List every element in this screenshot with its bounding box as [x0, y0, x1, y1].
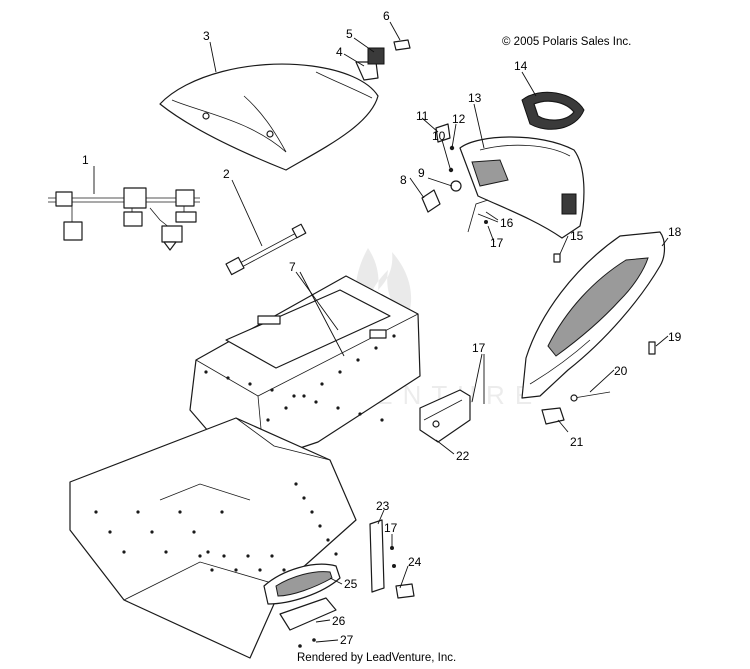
callout-17-lower: 17	[384, 521, 398, 535]
callout-11: 11	[416, 109, 429, 123]
rivet-hole	[282, 568, 286, 572]
chassis-holes	[94, 334, 396, 572]
rivet-hole	[356, 358, 360, 362]
latch-bracket	[355, 39, 411, 81]
callout-13: 13	[468, 91, 482, 105]
rivet-hole	[108, 530, 112, 534]
callout-1: 1	[82, 153, 89, 167]
rivet-hole	[334, 552, 338, 556]
rivet-hole	[310, 510, 314, 514]
callout-labels: 1 2 3 4 5 6 7 8 9 10 11 12 13 14 15 16 1…	[82, 9, 682, 647]
side-panel	[521, 231, 666, 399]
rivet-hole	[246, 554, 250, 558]
callout-9: 9	[418, 166, 425, 180]
tail-light	[521, 91, 585, 130]
mount-bracket	[419, 389, 471, 443]
callout-24: 24	[408, 555, 422, 569]
rivet-hole	[94, 510, 98, 514]
callout-17-housing: 17	[490, 236, 504, 250]
rivet-hole	[336, 406, 340, 410]
rivet-hole	[164, 550, 168, 554]
rivet-hole	[284, 406, 288, 410]
rivet-hole	[266, 418, 270, 422]
callout-16: 16	[500, 216, 514, 230]
rivet-hole	[206, 550, 210, 554]
callout-10: 10	[432, 129, 446, 143]
rivet-hole	[150, 530, 154, 534]
leader-lines	[93, 21, 669, 643]
rivet-hole	[204, 370, 208, 374]
rivet-hole	[122, 550, 126, 554]
chassis-tunnel	[69, 275, 421, 659]
rivet-hole	[318, 524, 322, 528]
rivet-hole	[270, 554, 274, 558]
callout-27: 27	[340, 633, 354, 647]
callout-5: 5	[346, 27, 353, 41]
fasteners-rear	[467, 199, 561, 263]
callout-17-bracket: 17	[472, 341, 486, 355]
render-credit: Rendered by LeadVenture, Inc.	[297, 652, 457, 664]
rivet-hole	[270, 388, 274, 392]
storage-lid	[159, 63, 379, 171]
rivet-hole	[292, 394, 296, 398]
callout-21: 21	[570, 435, 584, 449]
callout-23: 23	[376, 499, 390, 513]
callout-4: 4	[336, 45, 343, 59]
rivet-hole	[358, 412, 362, 416]
rivet-hole	[192, 530, 196, 534]
callout-25: 25	[344, 577, 358, 591]
rivet-hole	[302, 496, 306, 500]
rivet-hole	[302, 394, 306, 398]
rivet-hole	[338, 370, 342, 374]
rivet-hole	[178, 510, 182, 514]
rivet-hole	[392, 334, 396, 338]
rivet-hole	[258, 568, 262, 572]
callout-26: 26	[332, 614, 346, 628]
copyright-notice: © 2005 Polaris Sales Inc.	[502, 36, 632, 48]
rivet-hole	[136, 510, 140, 514]
rivet-hole	[220, 510, 224, 514]
callout-6: 6	[383, 9, 390, 23]
rivet-hole	[320, 382, 324, 386]
small-hardware	[421, 123, 462, 213]
callout-18: 18	[668, 225, 682, 239]
callout-3: 3	[203, 29, 210, 43]
rear-housing	[459, 136, 585, 239]
callout-22: 22	[456, 449, 470, 463]
rivet-hole	[294, 482, 298, 486]
callout-20: 20	[614, 364, 628, 378]
rivet-hole	[314, 400, 318, 404]
rivet-hole	[198, 554, 202, 558]
wiring-harness	[48, 187, 200, 251]
callout-14: 14	[514, 59, 528, 73]
callout-15: 15	[570, 229, 584, 243]
rivet-hole	[210, 568, 214, 572]
callout-12: 12	[452, 112, 466, 126]
rivet-hole	[326, 538, 330, 542]
cable-assembly	[225, 223, 307, 276]
callout-8: 8	[400, 173, 407, 187]
rivet-hole	[234, 568, 238, 572]
rivet-hole	[222, 554, 226, 558]
rivet-hole	[226, 376, 230, 380]
callout-2: 2	[223, 167, 230, 181]
callout-19: 19	[668, 330, 682, 344]
rivet-hole	[374, 346, 378, 350]
callout-7: 7	[289, 260, 296, 274]
rivet-hole	[380, 418, 384, 422]
rivet-hole	[248, 382, 252, 386]
